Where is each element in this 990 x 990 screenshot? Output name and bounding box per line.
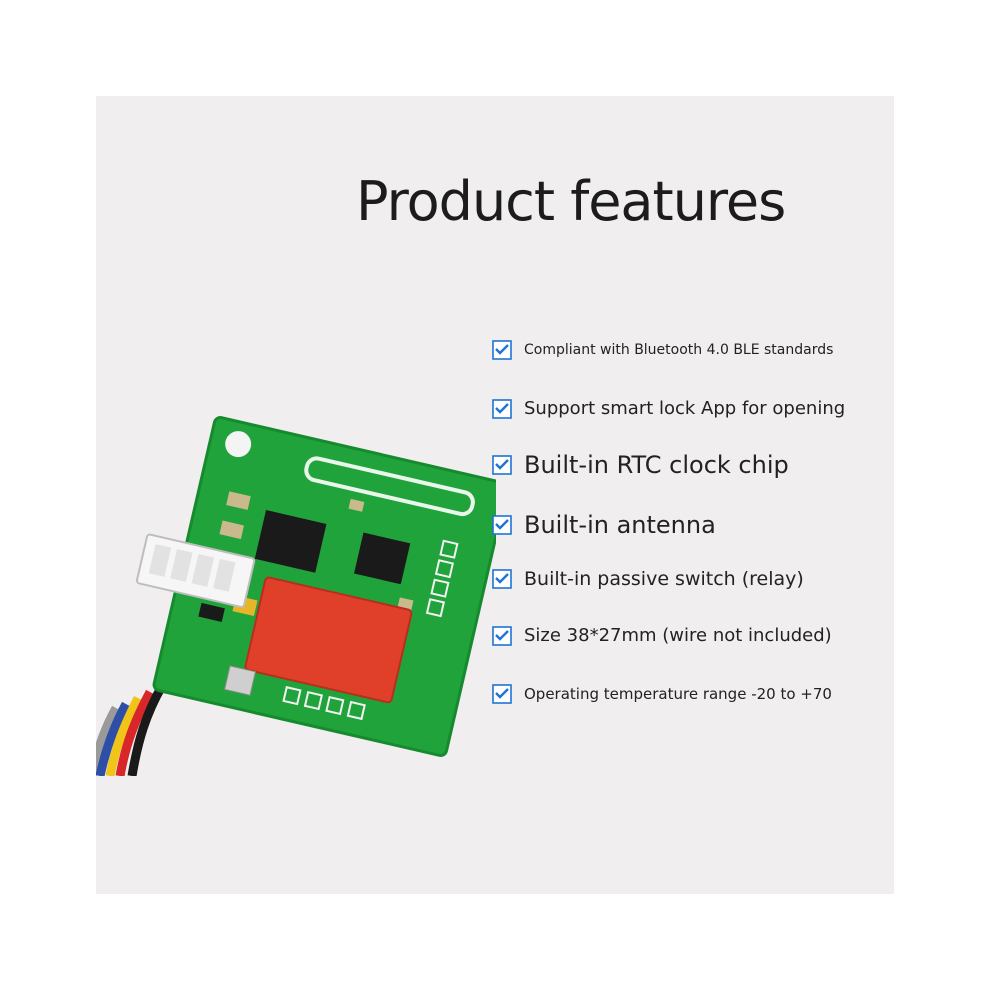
checkbox-check-icon [492, 684, 512, 704]
checkbox-check-icon [492, 455, 512, 475]
feature-text: Compliant with Bluetooth 4.0 BLE standar… [524, 342, 834, 358]
feature-item: Size 38*27mm (wire not included) [492, 625, 832, 646]
feature-text: Built-in antenna [524, 511, 716, 539]
feature-item: Operating temperature range -20 to +70 [492, 684, 832, 704]
connector-plug [135, 533, 256, 608]
feature-text: Built-in RTC clock chip [524, 451, 789, 479]
feature-item: Built-in passive switch (relay) [492, 568, 804, 590]
feature-item: Compliant with Bluetooth 4.0 BLE standar… [492, 340, 833, 360]
feature-text: Operating temperature range -20 to +70 [524, 685, 832, 703]
bluetooth-chip [254, 510, 327, 573]
feature-panel: Product features [96, 96, 894, 894]
checkbox-check-icon [492, 340, 512, 360]
feature-text: Support smart lock App for opening [524, 398, 846, 419]
feature-item: Built-in antenna [492, 511, 716, 539]
product-photo [96, 416, 496, 776]
feature-list: Compliant with Bluetooth 4.0 BLE standar… [492, 96, 892, 894]
pcb-board [152, 416, 496, 757]
feature-text: Built-in passive switch (relay) [524, 568, 804, 590]
relay [244, 576, 413, 704]
antenna-trace [304, 456, 475, 517]
page-title: Product features [356, 170, 786, 233]
mounting-hole [225, 431, 252, 458]
feature-item: Support smart lock App for opening [492, 398, 845, 419]
checkbox-check-icon [492, 398, 512, 419]
tactile-switch [224, 665, 256, 696]
cable-wires [96, 683, 166, 776]
checkbox-check-icon [492, 569, 512, 589]
checkbox-check-icon [492, 625, 512, 646]
feature-item: Built-in RTC clock chip [492, 451, 789, 479]
rtc-chip [354, 532, 411, 585]
feature-text: Size 38*27mm (wire not included) [524, 625, 832, 646]
checkbox-check-icon [492, 515, 512, 535]
